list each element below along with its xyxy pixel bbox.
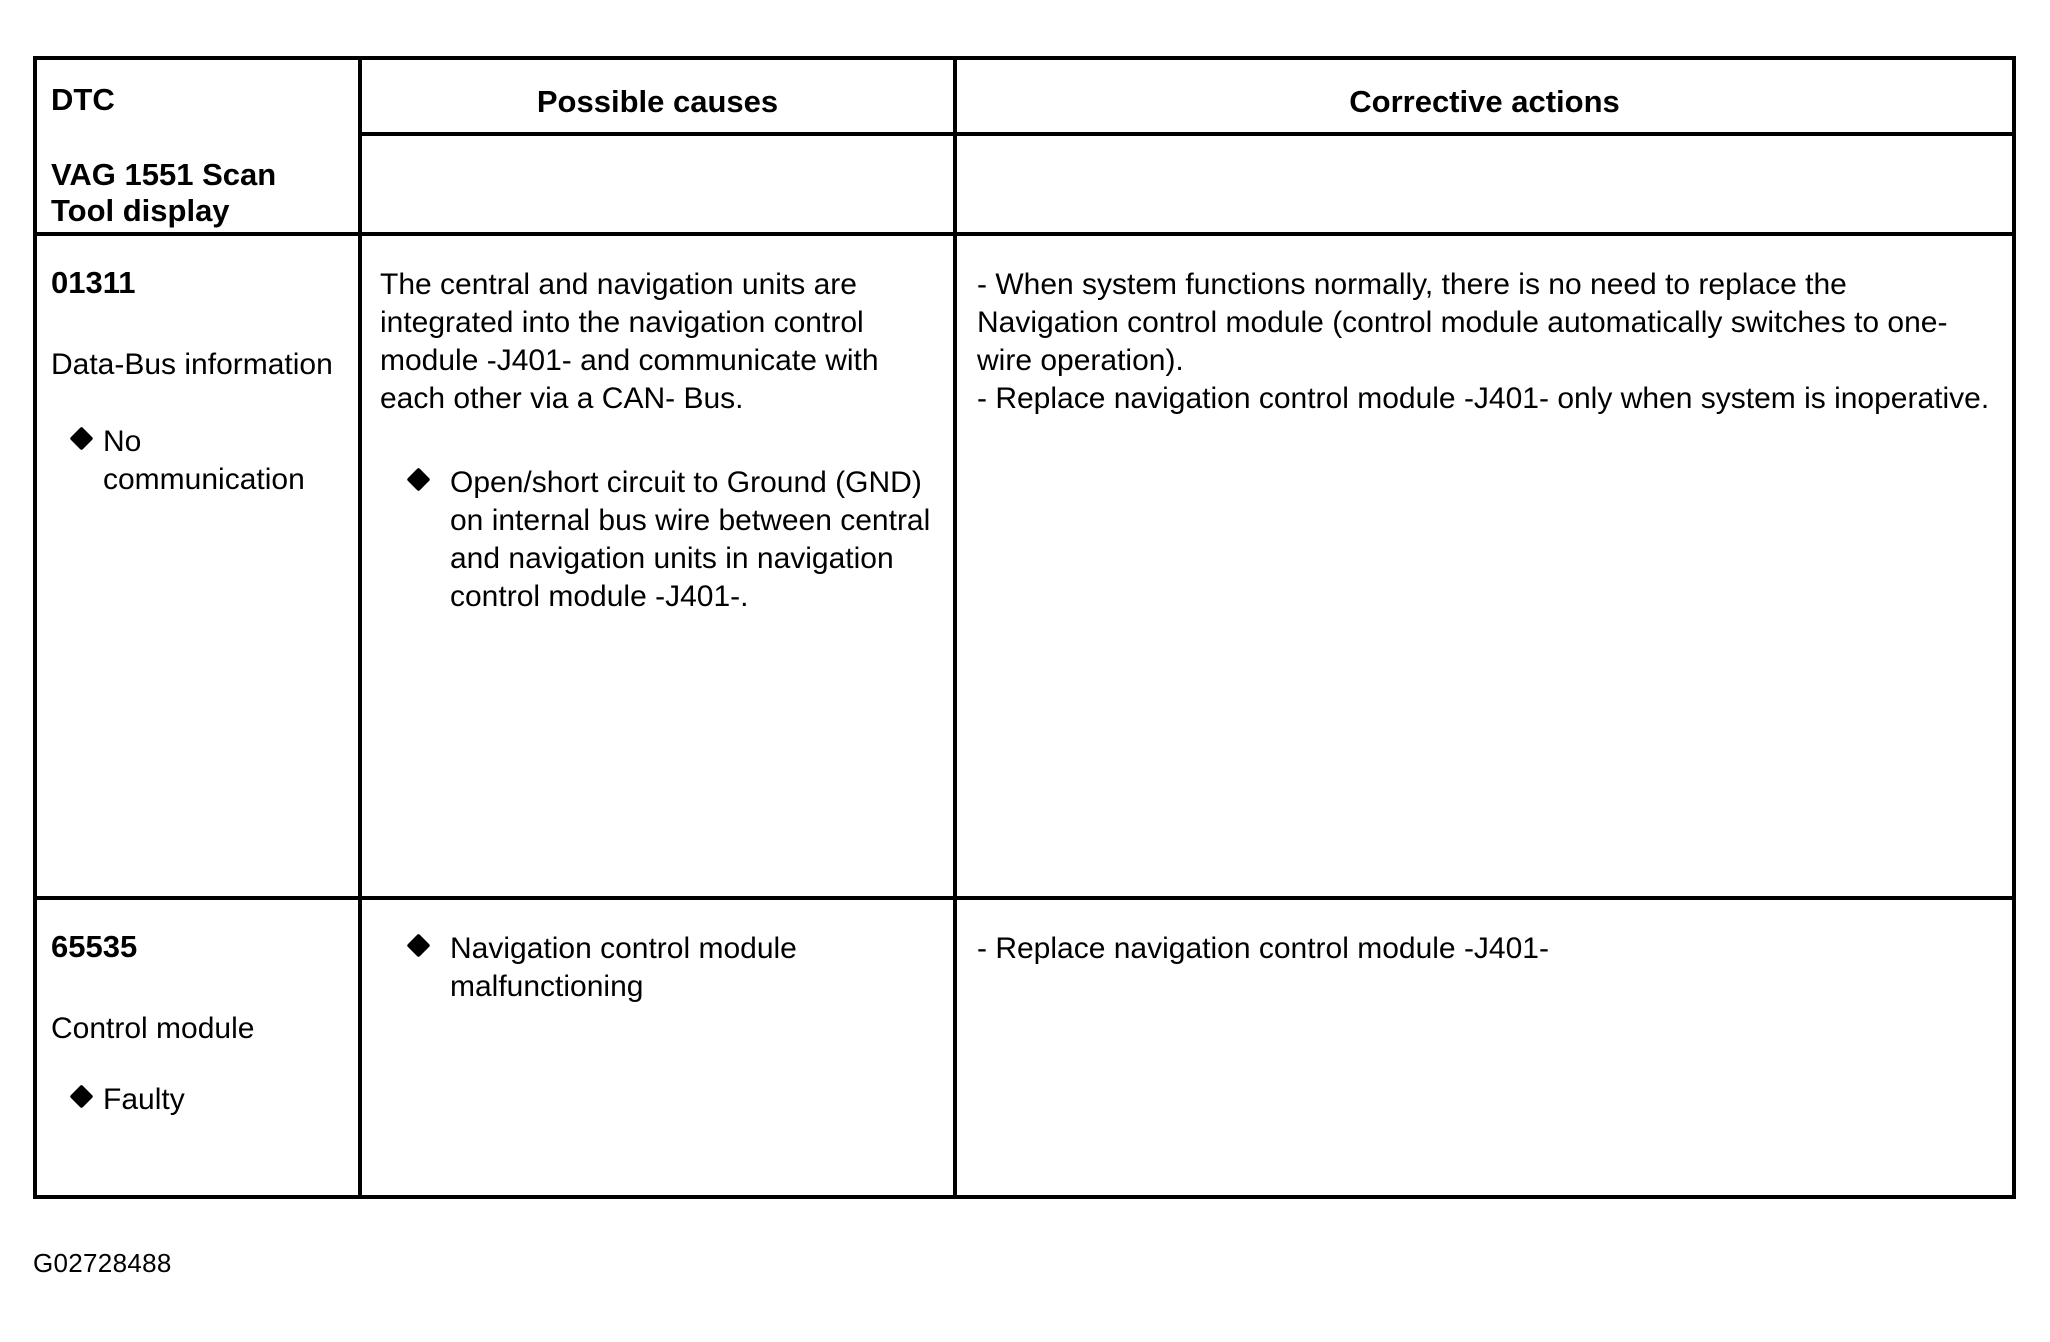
header-corrective-actions-label: Corrective actions [1349,84,1620,119]
list-item: Open/short circuit to Ground (GND) on in… [380,464,935,615]
causes-bullet-text: Navigation control module malfunctioning [450,932,797,1003]
causes-paragraph: The central and navigation units are int… [380,268,879,416]
dtc-diagnostics-table: DTC VAG 1551 Scan Tool display Possible … [33,56,2016,1199]
table-subheader-row [35,132,2016,236]
row-dtc-cell: 65535 Control module Faulty [33,896,362,1199]
table-row: 01311 Data-Bus information No communicat… [33,232,2016,900]
causes-cell-content: The central and navigation units are int… [362,236,953,640]
actions-paragraph: - When system functions normally, there … [977,268,1948,378]
dtc-description: Control module [51,1012,255,1046]
dtc-status-list: No communication [51,423,342,499]
dtc-description: Data-Bus information [51,348,333,382]
header-cell-dtc: DTC VAG 1551 Scan Tool display [33,56,362,236]
row-causes-cell: The central and navigation units are int… [358,232,957,900]
header-cell-corrective-actions: Corrective actions [953,56,2016,136]
figure-code-label: G02728488 [33,1248,172,1278]
row-dtc-cell: 01311 Data-Bus information No communicat… [33,232,362,900]
row-actions-cell: - Replace navigation control module -J40… [953,896,2016,1199]
causes-bullet-list: Open/short circuit to Ground (GND) on in… [380,464,935,615]
header-dtc-block: DTC VAG 1551 Scan Tool display [37,60,358,230]
header-cell-possible-causes: Possible causes [358,56,957,136]
list-item: Faulty [51,1081,342,1119]
causes-bullet-text: Open/short circuit to Ground (GND) on in… [450,466,931,613]
table-header-row: DTC VAG 1551 Scan Tool display Possible … [33,56,2016,236]
subheader-blank-causes [358,132,957,236]
dtc-cell-content: 01311 Data-Bus information No communicat… [37,236,358,525]
list-item: No communication [51,423,342,499]
subheader-blank-actions [953,132,2016,236]
dtc-code: 65535 [51,929,138,964]
list-item: Navigation control module malfunctioning [380,930,935,1006]
diamond-bullet-icon [406,933,431,958]
causes-cell-content: Navigation control module malfunctioning [362,900,953,1030]
dtc-status-label: Faulty [103,1083,185,1117]
diamond-bullet-icon [69,426,94,451]
dtc-cell-content: 65535 Control module Faulty [37,900,358,1145]
causes-bullet-list: Navigation control module malfunctioning [380,930,935,1006]
header-possible-causes-label: Possible causes [536,84,779,119]
actions-paragraph: - Replace navigation control module -J40… [977,932,1549,965]
header-dtc-title: DTC [51,82,115,117]
diamond-bullet-icon [406,467,431,492]
actions-cell-content: - When system functions normally, there … [957,236,2012,442]
row-causes-cell: Navigation control module malfunctioning [358,896,957,1199]
dtc-status-list: Faulty [51,1081,342,1119]
actions-cell-content: - Replace navigation control module -J40… [957,900,2012,992]
actions-paragraph: - Replace navigation control module -J40… [977,382,1990,416]
dtc-status-label: No communication [103,425,305,496]
header-dtc-subtitle: VAG 1551 Scan Tool display [51,156,277,229]
dtc-code: 01311 [51,265,136,300]
table-row: 65535 Control module Faulty [33,896,2016,1199]
row-actions-cell: - When system functions normally, there … [953,232,2016,900]
diamond-bullet-icon [69,1084,94,1109]
